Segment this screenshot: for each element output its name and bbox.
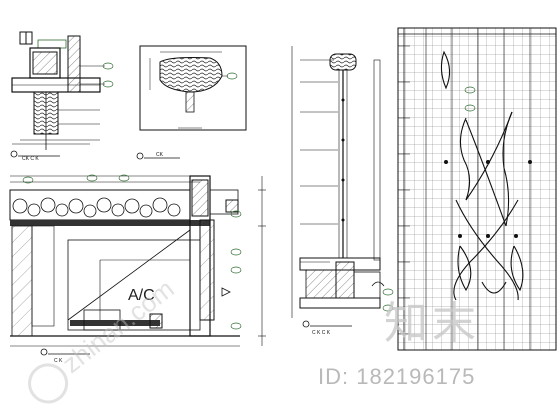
gravel-band	[12, 197, 181, 218]
detail-b-title: CK	[156, 152, 164, 158]
elevation-leaders	[300, 59, 338, 263]
elevation-title: C K C K	[312, 330, 331, 336]
id-watermark: ID: 182196175	[318, 364, 476, 389]
detail-b: CK	[136, 45, 247, 160]
ornament-curves	[440, 50, 524, 301]
detail-a: CK C K	[10, 31, 114, 162]
detail-a-title: CK C K	[22, 156, 39, 162]
lattice-grid-panel	[397, 27, 557, 351]
plan-text: A/C	[128, 287, 155, 304]
brand-watermark: 知末	[384, 299, 480, 348]
section-drawing: A/C C K	[9, 174, 266, 364]
elevation-drawing: C K C K	[291, 46, 394, 336]
section-title: C K	[54, 358, 63, 364]
lattice-nodes	[444, 160, 532, 238]
